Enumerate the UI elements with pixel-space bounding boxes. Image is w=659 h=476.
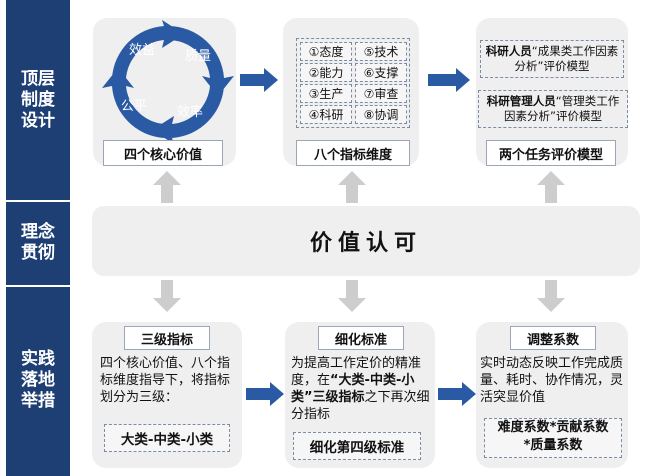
model-role: 科研人员 <box>485 44 532 58</box>
cycle-item-label: 质量 <box>185 49 211 64</box>
down-arrow-icon <box>153 280 181 312</box>
three-levels-highlight: 大类-中类-小类 <box>104 424 230 452</box>
central-concept: 价值认可 <box>92 206 640 276</box>
right-arrow-icon <box>246 382 284 406</box>
cycle-arrowhead <box>162 20 184 48</box>
indicator-chip: ③生产 <box>300 84 352 103</box>
sidebar-section-top-design: 顶层 制度 设计 <box>6 0 70 202</box>
adjust-coefficient-description: 实时动态反映工作完成质量、耗时、协作情况，灵活突显价值 <box>480 356 624 405</box>
indicator-chip: ①态度 <box>300 42 352 61</box>
cycle-arrows <box>102 20 234 144</box>
indicator-chip: ④科研 <box>300 105 352 124</box>
model-description: “管理类工作因素分析”评价模型 <box>504 94 620 123</box>
sidebar <box>6 0 70 476</box>
cycle-diagram: 效益 质量 效率 公平 <box>102 20 234 144</box>
indicator-chip: ⑤技术 <box>355 42 407 61</box>
indicators-box <box>296 38 410 128</box>
indicator-chip: ⑧协调 <box>355 105 407 124</box>
model-role: 科研管理人员 <box>486 94 556 108</box>
right-arrow-icon <box>240 68 278 92</box>
sidebar-section-practice: 实践 落地 举措 <box>6 285 70 476</box>
sidebar-section-concept: 理念 贯彻 <box>6 200 70 287</box>
cycle-item-label: 效率 <box>177 104 203 120</box>
right-arrow-icon <box>438 382 476 406</box>
research-manager-model: 科研管理人员“管理类工作因素分析”评价模型 <box>478 90 628 128</box>
indicator-chip: ⑥支撑 <box>355 63 407 82</box>
refine-standard-highlight: 细化第四级标准 <box>293 432 421 460</box>
cycle-item-label: 公平 <box>121 99 147 114</box>
cycle-arrow-segment <box>112 26 164 78</box>
sidebar-label-line: 设计 <box>21 110 55 131</box>
up-arrow-icon <box>537 171 565 203</box>
sidebar-label-line: 贯彻 <box>21 242 55 263</box>
cycle-arrow-segment <box>112 86 164 138</box>
sidebar-label-line: 举措 <box>21 391 55 411</box>
refine-standard-description: 为提高工作定价的精准度，在“大类-中类-小类”三级指标之下再次细分指标 <box>291 355 431 423</box>
sidebar-label-line: 落地 <box>21 370 55 390</box>
indicator-chip: ②能力 <box>300 63 352 82</box>
sidebar-label-line: 顶层 <box>21 68 55 89</box>
indicator-chip: ⑦审查 <box>355 84 407 103</box>
adjust-coefficient-title: 调整系数 <box>510 326 596 350</box>
three-levels-title: 三级指标 <box>124 326 210 350</box>
refine-text: 为提高工作定价的精准度，在 <box>291 356 422 388</box>
research-staff-model: 科研人员“成果类工作因素分析”评价模型 <box>480 40 624 78</box>
indicators-caption: 八个指标维度 <box>296 140 410 166</box>
sidebar-label-line: 制度 <box>21 89 55 110</box>
refine-standard-title: 细化标准 <box>318 326 404 350</box>
down-arrow-icon <box>338 280 366 312</box>
up-arrow-icon <box>338 171 366 203</box>
up-arrow-icon <box>153 171 181 203</box>
refine-text: 之下再次细分指标 <box>291 390 430 422</box>
cycle-arrow-segment <box>172 86 224 138</box>
cycle-item-label: 效益 <box>129 43 155 58</box>
right-arrow-icon <box>428 68 470 92</box>
models-caption: 两个任务评价模型 <box>486 140 616 166</box>
down-arrow-icon <box>537 280 565 312</box>
central-concept-title: 价值认可 <box>309 231 422 256</box>
refine-text-emphasis: “大类-中类-小类”三级指标 <box>291 373 415 405</box>
adjust-formula-line: *质量系数 <box>523 438 583 453</box>
sidebar-label-line: 理念 <box>21 221 55 242</box>
model-description: “成果类工作因素分析”评价模型 <box>514 44 619 73</box>
sidebar-label-line: 实践 <box>21 349 55 369</box>
three-levels-description: 四个核心价值、八个指标维度指导下，将指标划分为三级： <box>100 356 231 405</box>
adjust-coefficient-highlight: 难度系数*贡献系数 *质量系数 <box>484 418 622 458</box>
cycle-arrow-segment <box>168 25 224 78</box>
core-values-caption: 四个核心价值 <box>103 140 223 166</box>
adjust-formula-line: 难度系数*贡献系数 <box>497 420 609 435</box>
